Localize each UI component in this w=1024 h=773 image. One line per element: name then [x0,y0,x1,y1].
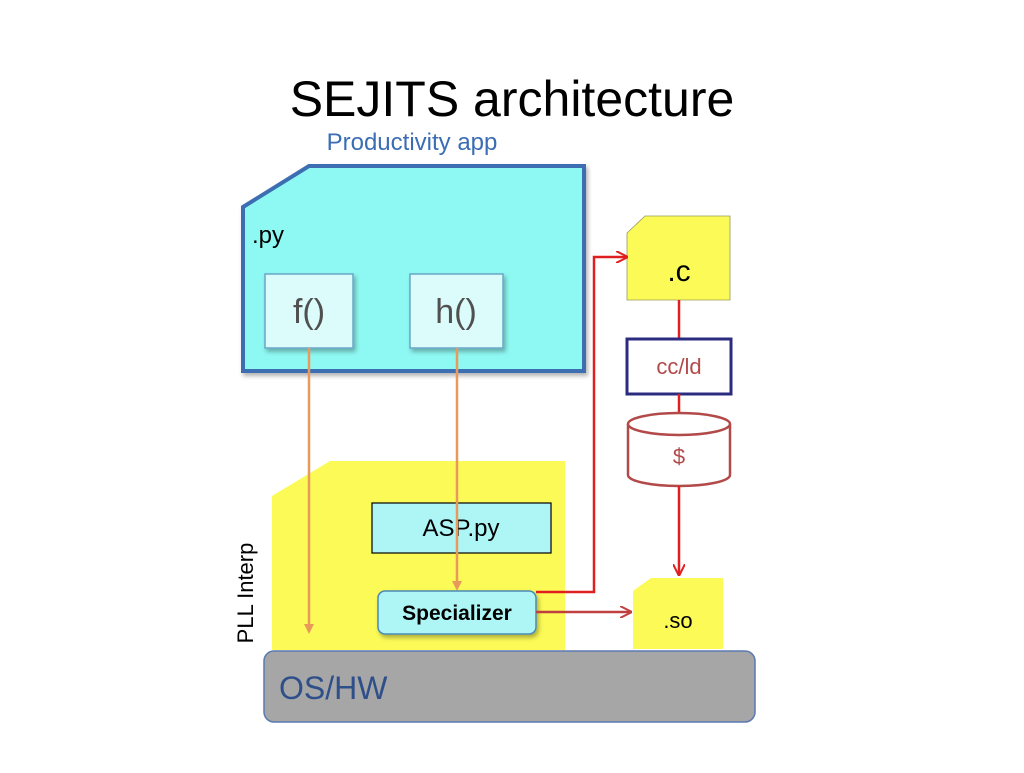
so-file-box [633,578,723,649]
function-f-label: f() [293,293,325,331]
os-hw-label: OS/HW [279,670,388,706]
slide-title: SEJITS architecture [290,71,735,127]
cache-cylinder [626,411,732,488]
function-h-label: h() [435,293,477,331]
os-hw-bar [263,650,756,723]
py-file-label: .py [252,222,284,249]
c-file-label: .c [667,255,690,288]
function-f-box[interactable] [264,273,354,349]
so-file-label: .so [663,608,692,633]
pll-interp-label: PLL Interp [233,543,258,644]
compiler-box [625,337,733,396]
specializer-label: Specializer [402,602,512,625]
specializer-to-c-arrow [536,257,626,594]
asp-py-box[interactable] [371,502,552,554]
cache-label: $ [673,444,685,469]
c-file-box [626,215,731,301]
asp-py-label: ASP.py [423,515,500,542]
productivity-app-label: Productivity app [327,129,498,156]
compiler-label: cc/ld [656,354,701,379]
